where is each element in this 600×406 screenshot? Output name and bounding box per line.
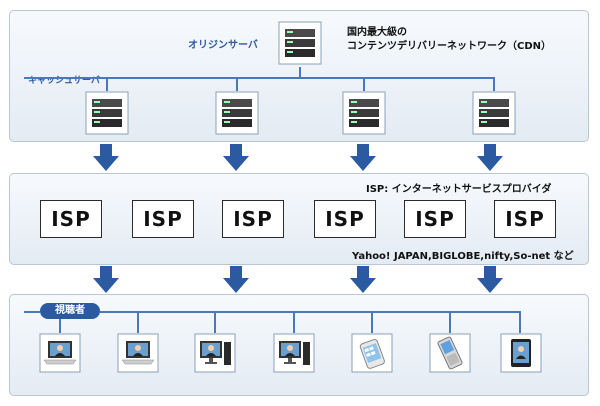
desktop-pc-icon	[273, 333, 315, 373]
cache-connector-1	[106, 77, 108, 91]
down-arrow-icon	[222, 144, 250, 172]
down-arrow-icon	[349, 144, 377, 172]
cache-bus-line	[24, 77, 494, 79]
cache-server-icon	[342, 91, 386, 135]
isp-title: ISP: インターネットサービスプロバイダ	[366, 184, 552, 195]
viewer-connector	[519, 311, 521, 333]
isp-box: ISP	[132, 200, 194, 238]
cache-connector-3	[363, 77, 365, 91]
viewer-panel: 視聴者	[9, 294, 589, 396]
origin-connector	[299, 67, 301, 77]
down-arrow-icon	[92, 266, 120, 294]
laptop-icon	[39, 333, 81, 373]
isp-panel: ISP: インターネットサービスプロバイダ ISP ISP ISP ISP IS…	[9, 173, 589, 265]
viewer-connector	[59, 319, 61, 333]
cdn-title-line1: 国内最大級の	[347, 27, 407, 38]
cache-server-icon	[215, 91, 259, 135]
isp-box: ISP	[40, 200, 102, 238]
viewer-connector	[449, 311, 451, 333]
isp-providers: Yahoo! JAPAN,BIGLOBE,nifty,So-net など	[352, 251, 574, 262]
origin-server-label: オリジンサーバ	[188, 40, 258, 51]
cache-connector-2	[236, 77, 238, 91]
origin-server-icon	[278, 21, 322, 65]
isp-box: ISP	[222, 200, 284, 238]
isp-box: ISP	[494, 200, 556, 238]
mobile-phone-icon	[429, 333, 471, 373]
cache-server-icon	[472, 91, 516, 135]
laptop-icon	[117, 333, 159, 373]
cache-server-icon	[85, 91, 129, 135]
desktop-pc-icon	[194, 333, 236, 373]
cdn-title-line2: コンテンツデリバリーネットワーク（CDN）	[347, 41, 552, 52]
cdn-panel: オリジンサーバ 国内最大級の コンテンツデリバリーネットワーク（CDN） キャッ…	[9, 10, 589, 142]
viewer-connector	[137, 311, 139, 333]
isp-box: ISP	[404, 200, 466, 238]
cache-connector-4	[493, 77, 495, 91]
down-arrow-icon	[349, 266, 377, 294]
viewer-bus-lead	[24, 311, 40, 313]
viewer-bus-line	[100, 311, 520, 313]
cache-server-label: キャッシュサーバ	[28, 76, 100, 86]
down-arrow-icon	[476, 144, 504, 172]
smartphone-icon	[351, 333, 393, 373]
viewer-connector	[214, 311, 216, 333]
down-arrow-icon	[92, 144, 120, 172]
viewer-connector	[293, 311, 295, 333]
down-arrow-icon	[222, 266, 250, 294]
viewer-label: 視聴者	[40, 303, 100, 319]
down-arrow-icon	[476, 266, 504, 294]
tablet-icon	[500, 333, 542, 373]
isp-box: ISP	[314, 200, 376, 238]
viewer-connector	[371, 311, 373, 333]
